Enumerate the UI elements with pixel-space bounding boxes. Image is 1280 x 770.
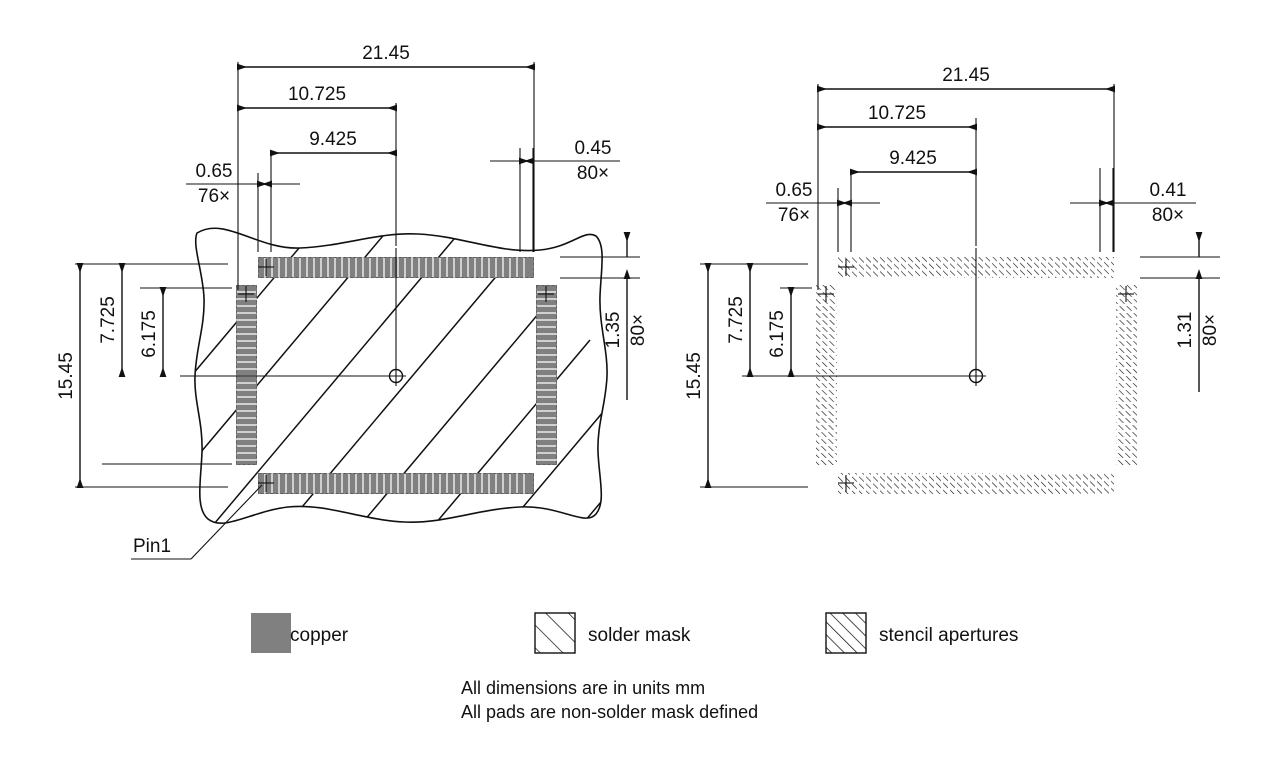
pin1-marks-right <box>818 259 1134 492</box>
note-line-1: All dimensions are in units mm <box>461 678 705 698</box>
extension-lines-horizontal <box>75 263 232 488</box>
copper-pad-col-right <box>536 285 557 465</box>
dim-label-pad-length-count-left: 80× <box>628 314 649 346</box>
dim-label-pitch-count-left: 76× <box>198 186 230 207</box>
legend-swatch-solder-mask <box>534 612 576 654</box>
dim-label-overall-height-left: 15.45 <box>56 352 77 400</box>
pin1-marks <box>238 259 554 492</box>
dim-label-overall-width-left: 21.45 <box>362 43 410 64</box>
right-view: 21.45 10.725 9.425 0.65 76× <box>684 65 1221 494</box>
dim-pad-span-width-left: 9.425 <box>270 129 397 157</box>
dim-pad-length-left: 1.35 80× <box>560 232 649 400</box>
dim-label-aperture-length-right: 1.31 <box>1175 312 1196 349</box>
dim-half-height-right: 7.725 <box>726 263 754 377</box>
pin1-annotation: Pin1 <box>131 484 263 560</box>
extension-lines-vertical <box>237 62 535 290</box>
center-datum-marker <box>180 248 406 386</box>
dim-label-half-width-left: 10.725 <box>288 84 346 105</box>
legend-item-copper: copper <box>251 613 349 653</box>
dim-label-pad-span-width-left: 9.425 <box>309 129 357 150</box>
dim-label-pad-span-width-right: 9.425 <box>889 148 937 169</box>
aperture-col-right <box>1116 285 1137 465</box>
dim-label-overall-height-right: 15.45 <box>684 352 705 400</box>
legend-label-solder-mask: solder mask <box>588 625 691 646</box>
dim-overall-width-left: 21.45 <box>237 43 535 71</box>
dim-pitch-left: 0.65 76× <box>186 161 300 207</box>
notes-block: All dimensions are in units mm All pads … <box>461 678 758 722</box>
dim-label-half-height-right: 7.725 <box>726 296 747 344</box>
dim-label-pitch-right: 0.65 <box>776 180 813 201</box>
dim-label-aperture-width-right: 0.41 <box>1150 180 1187 201</box>
copper-pad-col-left <box>236 285 257 465</box>
legend-item-solder-mask: solder mask <box>534 612 691 654</box>
dim-aperture-length-right: 1.31 80× <box>1140 232 1221 392</box>
dim-label-pad-width-count-left: 80× <box>577 163 609 184</box>
dim-overall-height-left: 15.45 <box>56 263 84 488</box>
dim-label-overall-width-right: 21.45 <box>942 65 990 86</box>
aperture-row-bottom <box>838 473 1114 494</box>
dim-pad-span-height-left: 6.175 <box>139 287 167 377</box>
legend-swatch-stencil-apertures <box>825 612 867 654</box>
dim-label-pitch-count-right: 76× <box>778 205 810 226</box>
legend-swatch-copper <box>251 613 291 653</box>
legend-label-stencil-apertures: stencil apertures <box>879 625 1018 646</box>
dim-label-pad-length-left: 1.35 <box>603 312 624 349</box>
dim-label-half-height-left: 7.725 <box>98 296 119 344</box>
solder-mask-outline <box>194 227 608 524</box>
dim-pitch-right: 0.65 76× <box>766 180 880 226</box>
aperture-col-left <box>816 285 837 465</box>
extension-lines-horizontal-right <box>700 263 812 488</box>
dim-pad-width-left: 0.45 80× <box>490 138 620 184</box>
dim-half-height-left: 7.725 <box>98 263 126 377</box>
dim-label-half-width-right: 10.725 <box>868 103 926 124</box>
dim-pad-span-width-right: 9.425 <box>850 148 977 176</box>
dim-label-pad-width-left: 0.45 <box>575 138 612 159</box>
copper-pad-row-bottom <box>258 473 534 494</box>
dim-overall-height-right: 15.45 <box>684 263 712 488</box>
legend-item-stencil-apertures: stencil apertures <box>825 612 1018 654</box>
dim-label-pitch-left: 0.65 <box>196 161 233 182</box>
left-view: 21.45 10.725 9.425 0.65 76× <box>56 43 649 560</box>
pin1-label: Pin1 <box>133 536 171 557</box>
dim-pad-span-height-right: 6.175 <box>767 287 795 377</box>
dim-aperture-width-right: 0.41 80× <box>1070 180 1196 226</box>
dim-half-width-left: 10.725 <box>237 84 397 112</box>
dim-label-aperture-width-count-right: 80× <box>1152 205 1184 226</box>
dim-label-pad-span-height-left: 6.175 <box>139 310 160 358</box>
dim-label-aperture-length-count-right: 80× <box>1200 314 1221 346</box>
dim-label-pad-span-height-right: 6.175 <box>767 310 788 358</box>
dim-overall-width-right: 21.45 <box>817 65 1115 93</box>
legend: copper solder mask stencil apertures <box>251 612 1018 654</box>
legend-label-copper: copper <box>290 625 349 646</box>
extension-lines-vertical-right <box>817 84 1115 290</box>
dim-half-width-right: 10.725 <box>817 103 977 131</box>
note-line-2: All pads are non-solder mask defined <box>461 702 758 722</box>
